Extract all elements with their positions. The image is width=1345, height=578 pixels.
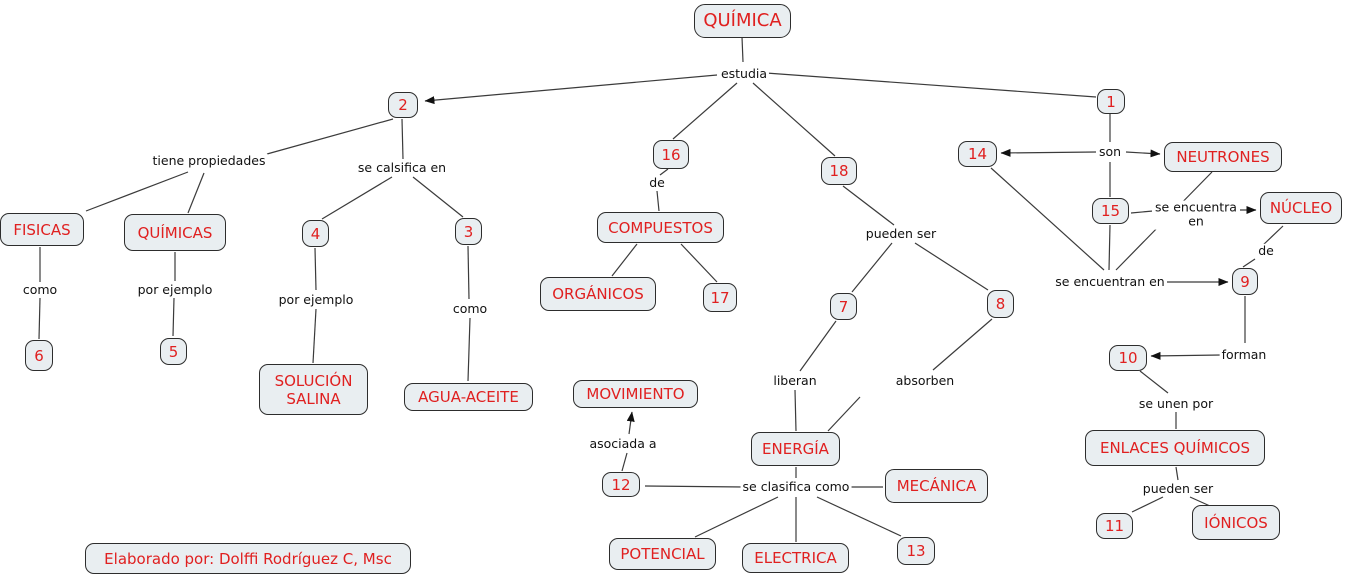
link-label-por-ejemplo-1[interactable]: por ejemplo xyxy=(135,281,215,298)
concept-fisicas[interactable]: FISICAS xyxy=(0,213,84,246)
link-label-asociada-a[interactable]: asociada a xyxy=(587,435,659,452)
concept-neutrones[interactable]: NEUTRONES xyxy=(1164,142,1282,172)
concept-quimicas[interactable]: QUÍMICAS xyxy=(124,214,226,251)
concept-2[interactable]: 2 xyxy=(388,92,418,118)
link-label-tiene-propiedades[interactable]: tiene propiedades xyxy=(150,152,268,169)
link-label-absorben[interactable]: absorben xyxy=(893,372,957,389)
link-label-como-2[interactable]: como xyxy=(450,300,490,317)
concept-11[interactable]: 11 xyxy=(1096,513,1133,539)
concept-5[interactable]: 5 xyxy=(160,338,187,365)
link-label-forman[interactable]: forman xyxy=(1219,346,1269,363)
concept-movimiento[interactable]: MOVIMIENTO xyxy=(573,380,698,408)
concept-1[interactable]: 1 xyxy=(1097,89,1125,114)
concept-nucleo[interactable]: NÚCLEO xyxy=(1260,192,1342,224)
concept-13[interactable]: 13 xyxy=(897,537,935,565)
concept-organicos[interactable]: ORGÁNICOS xyxy=(540,277,656,311)
link-label-se-calsifica-en[interactable]: se calsifica en xyxy=(355,159,449,176)
link-label-como-1[interactable]: como xyxy=(20,281,60,298)
link-label-de-2[interactable]: de xyxy=(1256,242,1276,259)
link-label-pueden-ser-2[interactable]: pueden ser xyxy=(1140,480,1216,497)
link-label-por-ejemplo-2[interactable]: por ejemplo xyxy=(276,291,356,308)
concept-12[interactable]: 12 xyxy=(602,472,640,497)
concept-18[interactable]: 18 xyxy=(821,157,857,185)
concept-14[interactable]: 14 xyxy=(958,141,997,167)
concept-6[interactable]: 6 xyxy=(25,340,53,371)
link-label-se-encuentra-en[interactable]: se encuentra en xyxy=(1152,200,1240,230)
concept-agua-aceite[interactable]: AGUA-ACEITE xyxy=(404,383,533,411)
concept-8[interactable]: 8 xyxy=(987,290,1014,318)
concept-solucion-salina[interactable]: SOLUCIÓN SALINA xyxy=(259,364,368,415)
link-label-liberan[interactable]: liberan xyxy=(771,372,819,389)
concept-potencial[interactable]: POTENCIAL xyxy=(609,538,716,570)
link-label-estudia[interactable]: estudia xyxy=(718,65,770,82)
link-label-pueden-ser-1[interactable]: pueden ser xyxy=(863,225,939,242)
concept-9[interactable]: 9 xyxy=(1232,268,1258,295)
concept-enlaces-quimicos[interactable]: ENLACES QUÍMICOS xyxy=(1085,430,1265,466)
link-label-son[interactable]: son xyxy=(1096,143,1124,160)
concept-4[interactable]: 4 xyxy=(302,220,329,247)
link-label-se-unen-por[interactable]: se unen por xyxy=(1136,395,1216,412)
link-label-se-clasifica-como[interactable]: se clasifica como xyxy=(740,478,852,495)
concept-3[interactable]: 3 xyxy=(455,218,482,245)
concept-16[interactable]: 16 xyxy=(653,140,689,169)
concept-quimica[interactable]: QUÍMICA xyxy=(694,4,791,38)
concept-compuestos[interactable]: COMPUESTOS xyxy=(597,212,724,243)
concept-electrica[interactable]: ELECTRICA xyxy=(742,543,849,573)
concept-mecanica[interactable]: MECÁNICA xyxy=(885,469,988,503)
link-label-se-encuentran-en[interactable]: se encuentran en xyxy=(1053,273,1167,290)
concept-15[interactable]: 15 xyxy=(1092,198,1129,224)
concept-energia[interactable]: ENERGÍA xyxy=(751,432,840,466)
link-label-de-1[interactable]: de xyxy=(647,174,667,191)
concept-ionicos[interactable]: IÓNICOS xyxy=(1192,505,1280,540)
concept-17[interactable]: 17 xyxy=(703,283,737,312)
credit-box: Elaborado por: Dolffi Rodríguez C, Msc xyxy=(85,543,411,574)
concept-10[interactable]: 10 xyxy=(1109,345,1147,371)
concept-7[interactable]: 7 xyxy=(830,293,857,320)
